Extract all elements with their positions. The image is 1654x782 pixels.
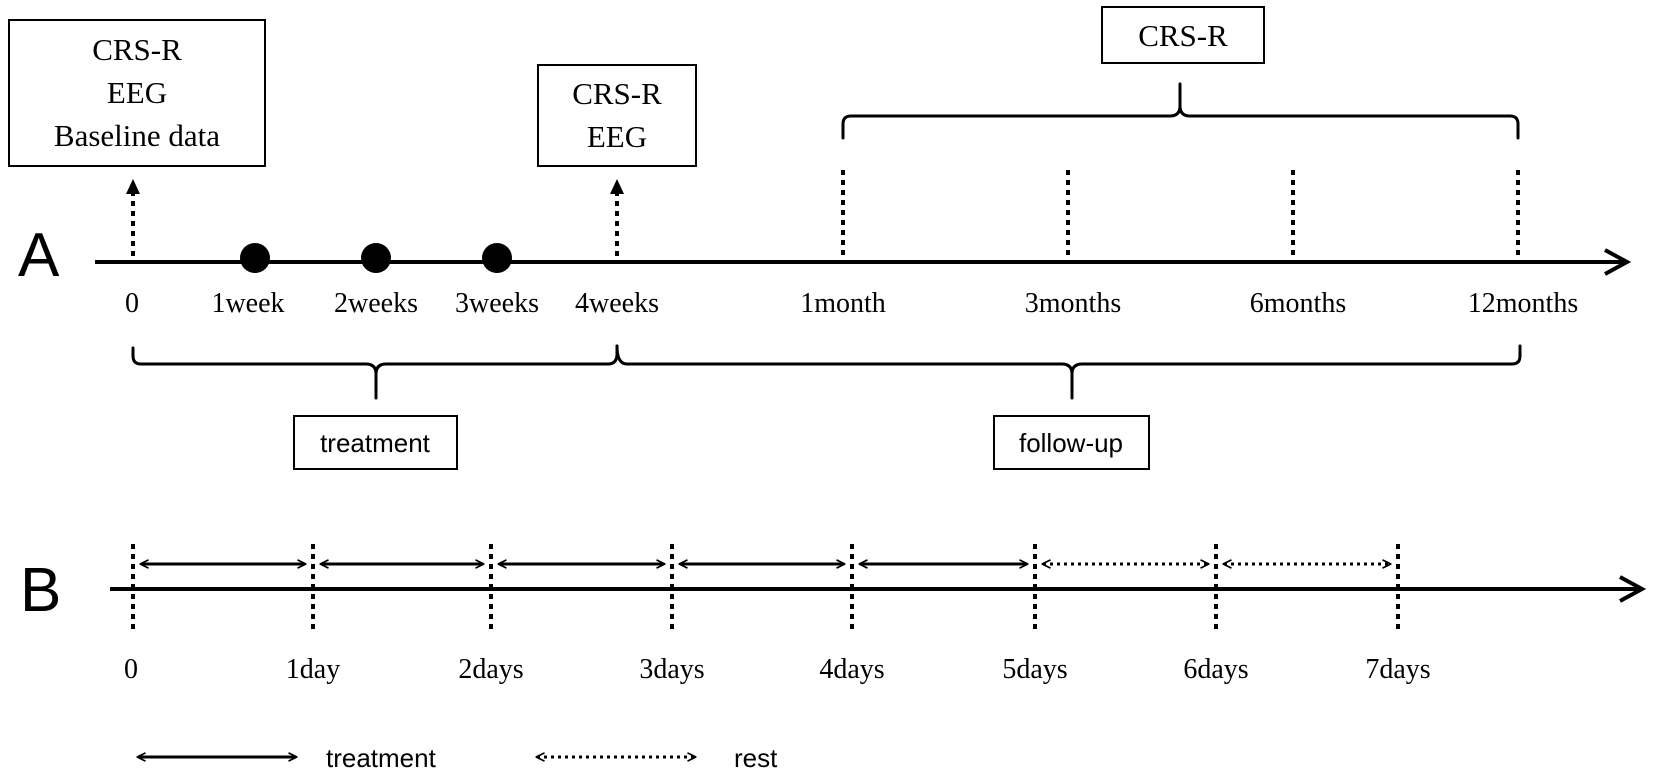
day-label: 2days (458, 654, 523, 685)
panel-b: B 0 1day 2days 3days 4days 5days 6days 7… (20, 544, 1647, 685)
legend-treatment-label: treatment (326, 743, 437, 773)
baseline-arrowhead (126, 179, 140, 194)
day-label: 6days (1183, 654, 1248, 685)
week4-box: CRS-R EEG (537, 64, 697, 167)
treatment-box: treatment (293, 415, 458, 470)
followup-crsr-box: CRS-R (1101, 6, 1265, 64)
panel-b-tick-labels: 0 1day 2days 3days 4days 5days 6days 7da… (124, 654, 1431, 685)
followup-crsr-label: CRS-R (1138, 18, 1228, 53)
panel-a-axis-arrowhead (1604, 248, 1632, 276)
tick-label: 2weeks (334, 288, 418, 319)
baseline-box: CRS-R EEG Baseline data (8, 19, 266, 167)
tick-label: 3months (1025, 288, 1121, 319)
day-label: 5days (1002, 654, 1067, 685)
followup-box: follow-up (993, 415, 1150, 470)
tick-label: 1month (800, 288, 886, 319)
day-label: 0 (124, 654, 138, 685)
followup-brace (615, 344, 1522, 400)
tick-label: 3weeks (455, 288, 539, 319)
week2-dot (361, 243, 391, 273)
week3-dot (482, 243, 512, 273)
day-label: 7days (1365, 654, 1430, 685)
treatment-label: treatment (320, 428, 431, 458)
followup-top-brace (841, 82, 1520, 140)
day-label: 4days (819, 654, 884, 685)
panel-a-tick-labels: 0 1week 2weeks 3weeks 4weeks 1month 3mon… (125, 288, 1578, 319)
week1-dot (240, 243, 270, 273)
tick-label: 0 (125, 288, 139, 319)
tick-label: 12months (1468, 288, 1578, 319)
panel-a-label: A (18, 221, 60, 290)
baseline-box-line-3: Baseline data (54, 118, 220, 153)
tick-label: 6months (1250, 288, 1346, 319)
day-label: 3days (639, 654, 704, 685)
legend-rest-label: rest (734, 743, 778, 773)
tick-label: 4weeks (575, 288, 659, 319)
followup-label: follow-up (1019, 428, 1123, 458)
day-ticks (131, 544, 1400, 630)
panel-b-label: B (20, 556, 61, 625)
week4-box-line-1: CRS-R (572, 76, 662, 111)
treatment-brace (131, 344, 619, 400)
week4-arrowhead (610, 179, 624, 194)
tick-label: 1week (211, 288, 284, 319)
week4-box-line-2: EEG (587, 119, 647, 154)
legend: treatment rest (138, 743, 778, 773)
day-label: 1day (286, 654, 340, 685)
baseline-box-line-1: CRS-R (92, 32, 182, 67)
baseline-box-line-2: EEG (107, 75, 167, 110)
panel-a: A CRS-R EEG Baseline data CRS-R EEG CRS-… (8, 6, 1632, 470)
panel-b-axis-arrowhead (1619, 575, 1647, 603)
